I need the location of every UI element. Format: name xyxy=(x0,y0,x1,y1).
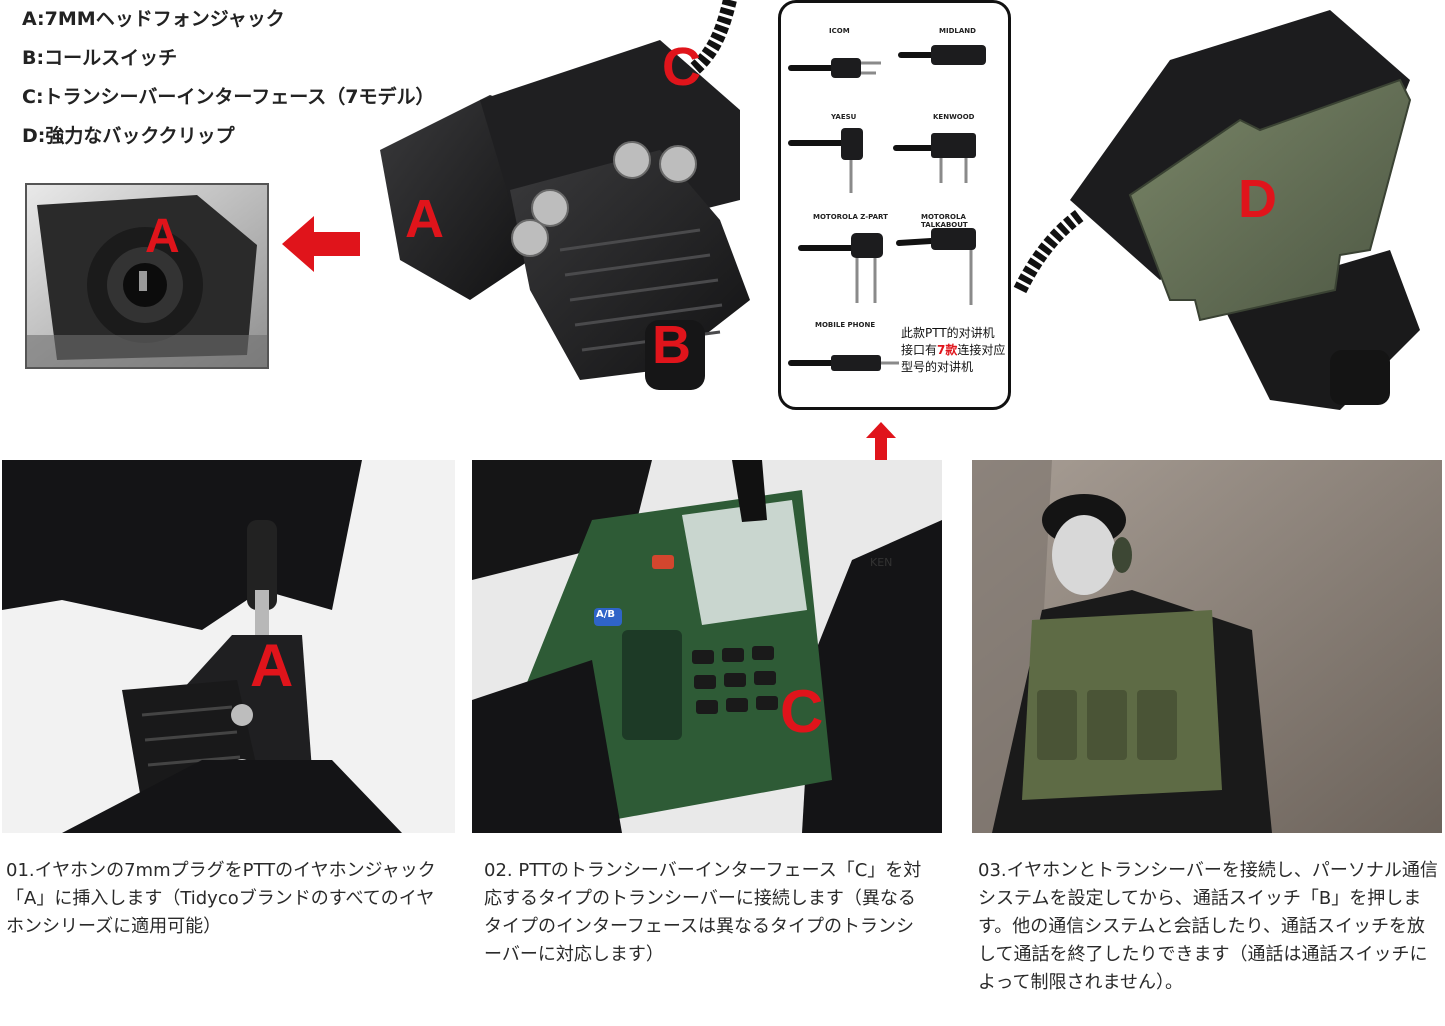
connector-motorola-z-part: MOTOROLA Z-PART xyxy=(813,213,888,221)
device-label-a: A xyxy=(405,189,444,249)
radio-key-ab: A/B xyxy=(596,609,616,620)
jack-closeup-illustration xyxy=(27,185,267,367)
inset-label-a: A xyxy=(145,210,180,263)
connector-midland: MIDLAND xyxy=(939,27,976,35)
connector-types-illustration xyxy=(788,45,986,371)
insert-plug-illustration xyxy=(2,460,402,833)
photo2-label-c: C xyxy=(780,678,824,745)
connector-note-post: 连接对应型号的对讲机 xyxy=(901,343,1006,374)
soldier-illustration xyxy=(972,460,1442,833)
caption-step-3-text: 03.イヤホンとトランシーバーを接続し、パーソナル通信システムを設定してから、通… xyxy=(978,860,1438,993)
back-clip-device-illustration xyxy=(1013,10,1420,410)
device-label-b: B xyxy=(652,315,691,375)
feature-legend: A:7MMヘッドフォンジャック B:コールスイッチ C:トランシーバーインターフ… xyxy=(22,0,434,156)
photo-connect-radio: A/B KEN C xyxy=(472,460,942,833)
radio-brand-text: KEN xyxy=(870,556,893,569)
caption-step-2-text: 02. PTTのトランシーバーインターフェース「C」を対応するタイプのトランシー… xyxy=(484,860,922,965)
photo1-label-a: A xyxy=(250,632,294,699)
legend-item-a: A:7MMヘッドフォンジャック xyxy=(22,8,285,30)
legend-item-d: D:強力なバッククリップ xyxy=(22,125,235,147)
connector-types-panel: ICOM MIDLAND YAESU KENWOOD MOTOROLA Z-PA… xyxy=(778,0,1011,410)
connector-kenwood: KENWOOD xyxy=(933,113,975,121)
connect-radio-illustration xyxy=(472,460,942,833)
connector-yaesu: YAESU xyxy=(831,113,857,121)
device-label-d: D xyxy=(1238,169,1277,229)
arrow-left-icon xyxy=(282,216,360,272)
arrow-up-icon xyxy=(866,422,896,462)
connector-note-pre: 此款PTT的对讲机接口有 xyxy=(901,326,995,357)
connector-motorola-talkabout: MOTOROLA TALKABOUT xyxy=(921,213,968,229)
photo-soldier-using-system xyxy=(972,460,1442,833)
connector-note: 此款PTT的对讲机接口有7款连接对应型号的对讲机 xyxy=(901,325,1006,376)
device-label-c: C xyxy=(662,37,701,97)
caption-step-3: 03.イヤホンとトランシーバーを接続し、パーソナル通信システムを設定してから、通… xyxy=(978,857,1438,997)
connector-note-num: 7款 xyxy=(937,343,958,357)
caption-step-1-text: 01.イヤホンの7mmプラグをPTTのイヤホンジャック「A」に挿入します（Tid… xyxy=(6,860,436,937)
legend-item-c: C:トランシーバーインターフェース（7モデル） xyxy=(22,86,435,108)
caption-step-2: 02. PTTのトランシーバーインターフェース「C」を対応するタイプのトランシー… xyxy=(484,857,930,969)
legend-item-b: B:コールスイッチ xyxy=(22,47,178,69)
caption-step-1: 01.イヤホンの7mmプラグをPTTのイヤホンジャック「A」に挿入します（Tid… xyxy=(6,857,451,941)
jack-closeup-photo: A xyxy=(25,183,269,369)
connector-mobile-phone: MOBILE PHONE xyxy=(815,321,876,329)
ptt-device-illustration xyxy=(380,0,750,390)
connector-icom: ICOM xyxy=(829,27,850,35)
photo-insert-plug: A xyxy=(2,460,455,833)
